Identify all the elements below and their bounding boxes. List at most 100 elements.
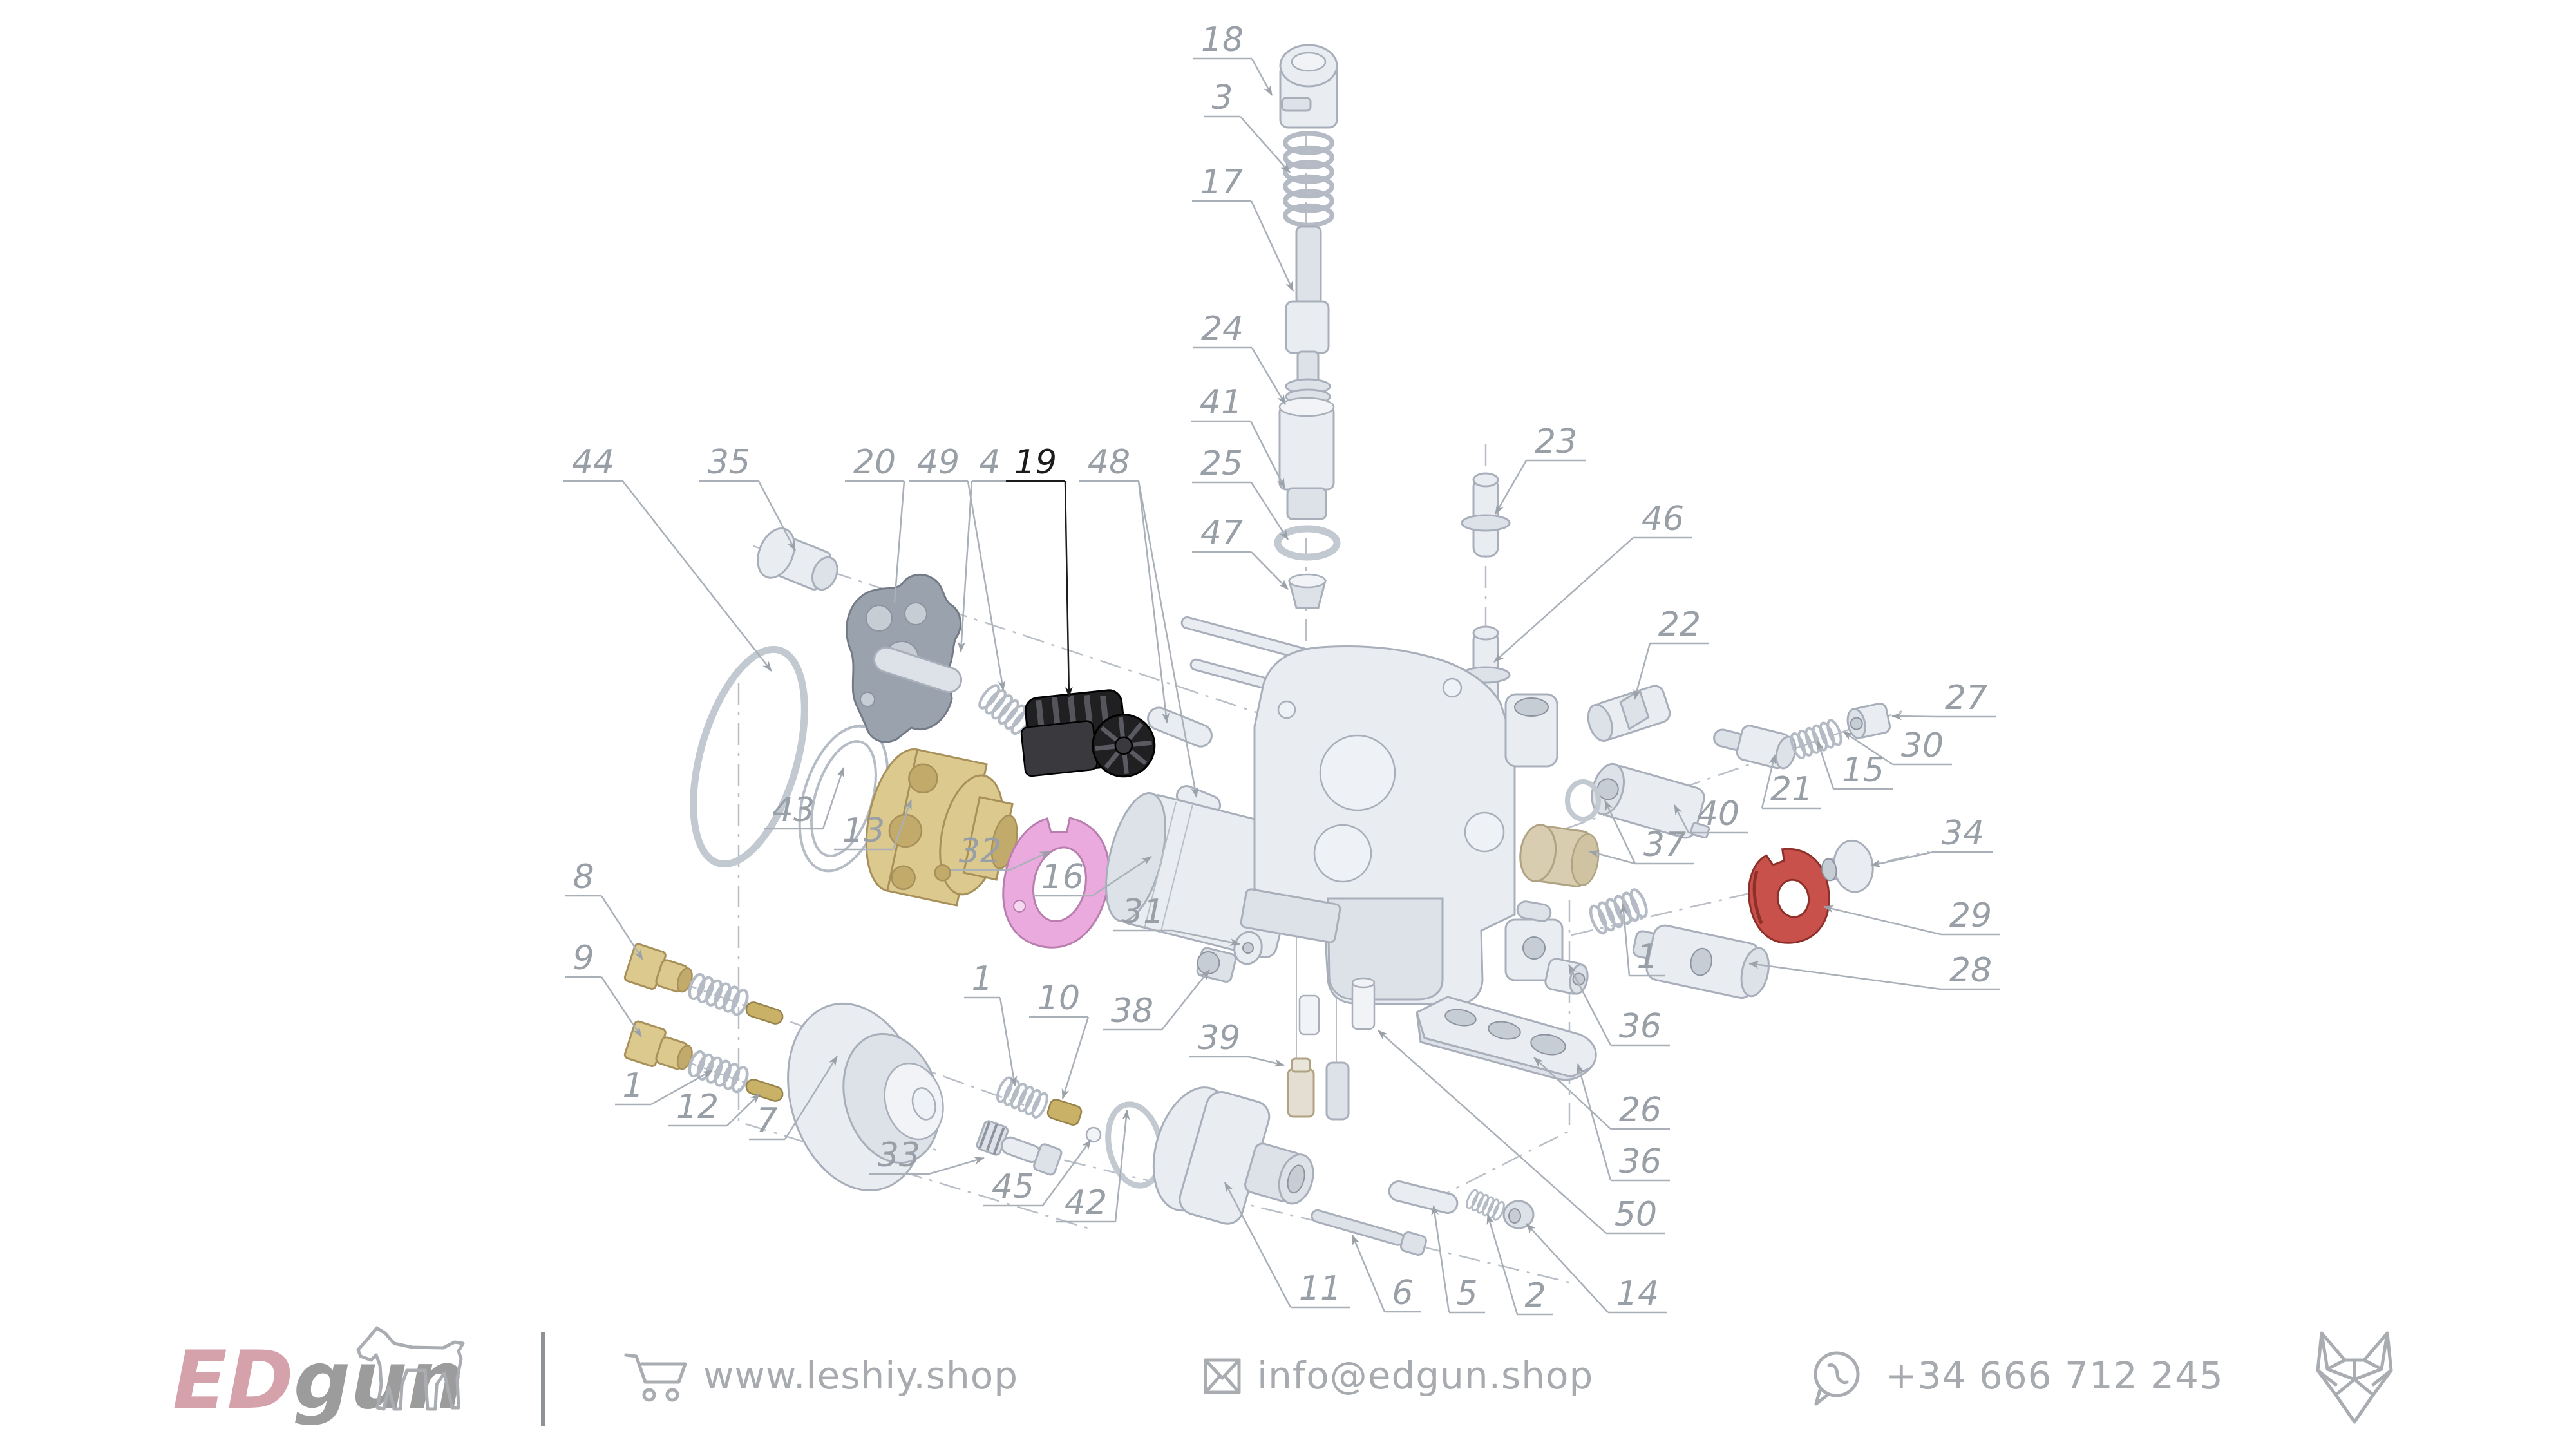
part-label-11: 11 <box>1224 1182 1350 1309</box>
part-label-2: 2 <box>1486 1214 1553 1316</box>
leader-line <box>1823 905 1942 936</box>
part-label-34: 34 <box>1870 814 1993 867</box>
footer-website[interactable]: www.leshiy.shop <box>624 1353 1018 1402</box>
leader-line <box>891 480 905 611</box>
part-label-27: 27 <box>1891 679 1996 721</box>
part-number: 36 <box>1619 1007 1662 1046</box>
footer-email[interactable]: info@edgun.shop <box>1204 1354 1593 1397</box>
leader-line <box>1633 643 1651 700</box>
part-spring-15 <box>1789 719 1844 760</box>
part-number: 6 <box>1392 1274 1413 1312</box>
part-label-37: 37 <box>1589 800 1694 865</box>
part-label-23: 23 <box>1494 422 1586 515</box>
logo-gun: gun <box>294 1334 464 1427</box>
dog-silhouette-icon <box>356 1326 465 1411</box>
part-screw-33 <box>976 1120 1063 1176</box>
part-cylinder-50 <box>1351 977 1376 1030</box>
part-number: 11 <box>1299 1269 1341 1308</box>
leader-line <box>1172 929 1240 946</box>
part-label-40: 40 <box>1673 795 1748 834</box>
part-label-41: 41 <box>1191 383 1286 489</box>
leader-line <box>1064 480 1073 697</box>
part-pin-4 <box>873 646 963 694</box>
part-label-46: 46 <box>1493 500 1692 663</box>
part-oring-37 <box>1565 779 1601 822</box>
part-number: 15 <box>1842 751 1884 790</box>
part-pin-right <box>1516 900 1552 922</box>
part-number: 20 <box>853 443 896 482</box>
part-number: 26 <box>1619 1091 1662 1130</box>
part-number: 41 <box>1200 383 1242 422</box>
whatsapp-phone-icon <box>1814 1351 1860 1406</box>
part-label-16: 16 <box>1033 855 1152 897</box>
part-label-49: 49 <box>909 443 1006 691</box>
leader-line <box>928 1157 985 1175</box>
part-number: 34 <box>1942 814 1984 853</box>
part-number: 9 <box>573 939 594 978</box>
part-number: 12 <box>676 1088 719 1126</box>
part-label-47: 47 <box>1192 514 1289 590</box>
part-number: 19 <box>1014 443 1057 482</box>
leader-line <box>1816 740 1835 790</box>
part-number: 21 <box>1770 770 1813 809</box>
leader-line <box>957 480 973 652</box>
part-label-36: 36 <box>1577 1063 1670 1182</box>
part-seal-47 <box>1288 573 1327 609</box>
part-label-19: 19 <box>1006 443 1073 697</box>
footer-email-text[interactable]: info@edgun.shop <box>1257 1354 1593 1397</box>
part-fitting-8 <box>623 943 693 993</box>
part-label-1: 1 <box>615 1066 713 1106</box>
part-valve-body-11 <box>1152 1086 1314 1225</box>
part-number: 36 <box>1619 1142 1662 1181</box>
part-pin-23 <box>1461 472 1511 558</box>
cart-icon <box>624 1353 687 1402</box>
leader-line <box>784 1056 838 1140</box>
part-spring-2 <box>1463 1188 1508 1222</box>
part-label-24: 24 <box>1193 310 1287 405</box>
footer-phone-text[interactable]: +34 666 712 245 <box>1886 1354 2224 1397</box>
part-number: 38 <box>1111 992 1153 1030</box>
part-label-42: 42 <box>1056 1110 1130 1223</box>
part-number: 29 <box>1949 896 1992 935</box>
leader-line <box>822 767 845 829</box>
part-label-22: 22 <box>1633 605 1709 700</box>
leader-line <box>1250 200 1294 292</box>
part-label-39: 39 <box>1189 1019 1285 1067</box>
part-number: 14 <box>1616 1274 1659 1313</box>
leader-line <box>1224 1182 1292 1308</box>
footer-website-text[interactable]: www.leshiy.shop <box>703 1354 1018 1397</box>
part-number: 17 <box>1200 163 1243 202</box>
leader-line <box>1526 1223 1609 1313</box>
part-number: 31 <box>1122 893 1164 931</box>
part-ball-seat-14 <box>1502 1200 1535 1229</box>
leader-line <box>1589 850 1636 865</box>
part-label-43: 43 <box>764 767 845 830</box>
leader-line <box>1351 1235 1386 1312</box>
part-number: 33 <box>878 1136 920 1175</box>
part-receiver-body <box>1240 645 1564 1006</box>
leader-line <box>1249 421 1286 489</box>
part-label-31: 31 <box>1113 893 1240 946</box>
part-label-1: 1 <box>1620 904 1665 977</box>
brand-logo[interactable]: EDgun <box>173 1326 465 1427</box>
part-label-13: 13 <box>834 799 913 851</box>
leader-line <box>967 480 1006 691</box>
part-screw-10 <box>1046 1099 1083 1126</box>
part-number: 1 <box>971 960 992 998</box>
leader-line <box>1567 964 1612 1046</box>
leader-line <box>1761 754 1777 809</box>
part-pin-5 <box>1388 1180 1459 1214</box>
part-label-3: 3 <box>1204 79 1291 173</box>
part-cylinder-36-lower <box>1298 994 1320 1036</box>
part-number: 46 <box>1642 500 1684 538</box>
part-label-8: 8 <box>565 858 644 960</box>
footer-phone[interactable]: +34 666 712 245 <box>1814 1351 2224 1406</box>
leader-line <box>600 976 643 1037</box>
leader-line <box>1577 1063 1612 1181</box>
leader-line <box>650 1069 713 1106</box>
part-number: 16 <box>1041 858 1084 896</box>
part-screw-38 <box>1196 947 1237 983</box>
envelope-icon <box>1204 1358 1241 1394</box>
leader-line <box>999 997 1018 1086</box>
